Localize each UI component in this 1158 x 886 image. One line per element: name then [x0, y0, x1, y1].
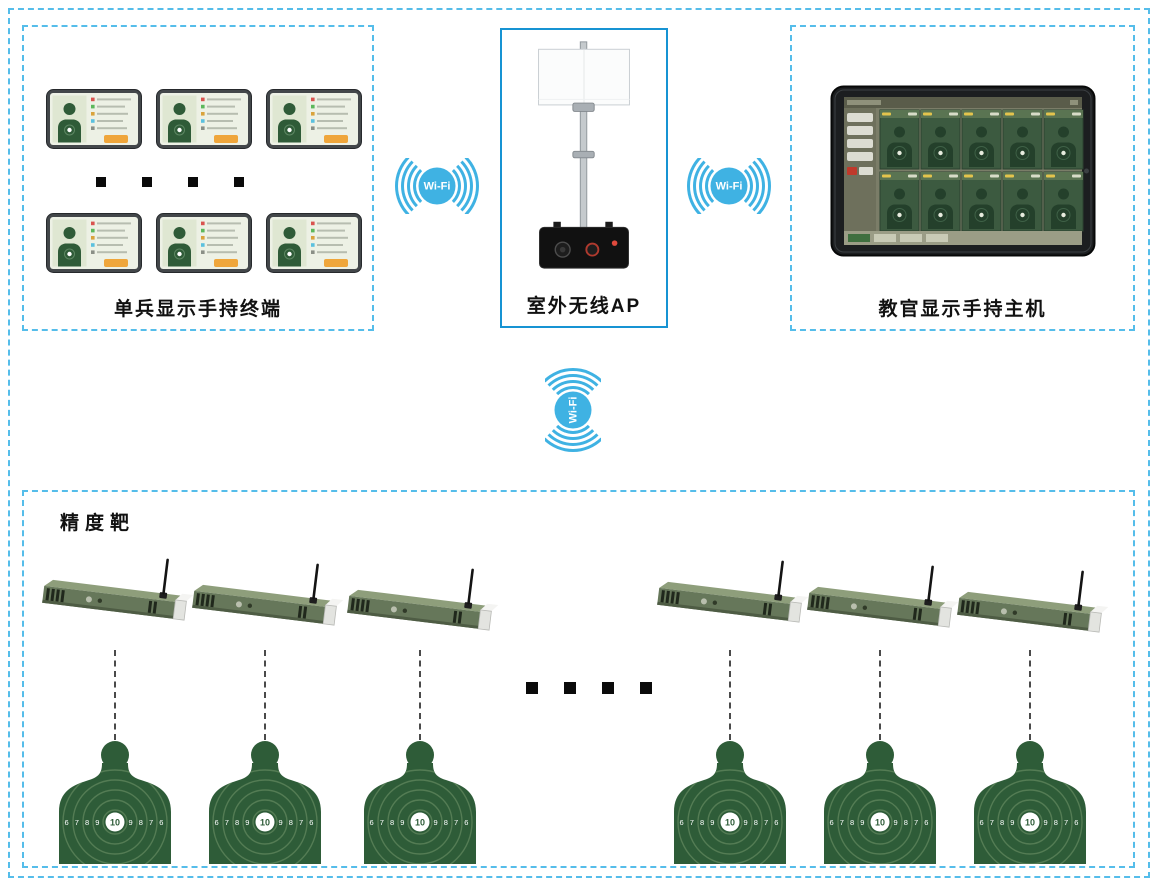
wifi-link-down: Wi-Fi — [545, 348, 601, 472]
dot-square — [96, 177, 106, 187]
handheld-terminal — [46, 89, 142, 149]
ap-clamp — [572, 150, 595, 159]
handheld-terminal — [46, 213, 142, 273]
connection-line — [729, 650, 731, 740]
handheld-terminal — [156, 89, 252, 149]
tablet-camera — [1083, 168, 1089, 174]
wifi-icon: Wi-Fi — [710, 167, 748, 205]
wifi-icon: Wi-Fi — [418, 167, 456, 205]
target-sensor-bar — [191, 555, 348, 627]
ap-box: 室外无线AP — [500, 28, 668, 328]
wifi-link-right: Wi-Fi — [667, 158, 791, 214]
instructor-bottom-bar — [843, 231, 1082, 245]
target-sensor-bar — [656, 552, 813, 624]
dot-square — [234, 177, 244, 187]
connection-line — [1029, 650, 1031, 740]
ellipsis-dots — [526, 682, 652, 694]
ap-clamp — [572, 102, 595, 112]
handheld-terminal — [266, 213, 362, 273]
terminals-label: 单兵显示手持终端 — [113, 299, 282, 320]
target-sensor-bar — [41, 550, 198, 622]
wifi-label: Wi-Fi — [715, 180, 743, 192]
dot-square — [640, 682, 652, 694]
instructor-sidebar — [843, 108, 876, 231]
dot-square — [142, 177, 152, 187]
dot-square — [188, 177, 198, 187]
silhouette-target — [55, 738, 175, 864]
wifi-arc — [395, 158, 479, 214]
silhouette-target — [970, 738, 1090, 864]
connection-line — [419, 650, 421, 740]
silhouette-target — [205, 738, 325, 864]
instructor-label: 教官显示手持主机 — [878, 299, 1047, 320]
dot-square — [602, 682, 614, 694]
wifi-link-left: Wi-Fi — [375, 158, 499, 214]
connection-line — [879, 650, 881, 740]
terminals-group-box: 单兵显示手持终端 — [22, 25, 374, 331]
silhouette-target — [670, 738, 790, 864]
outdoor-ap-device — [538, 41, 630, 269]
instructor-group-box: 教官显示手持主机 — [790, 25, 1135, 331]
targets-group-box: 精度靶 — [22, 490, 1135, 868]
dot-square — [564, 682, 576, 694]
ap-base-unit — [539, 221, 629, 269]
wifi-label: Wi-Fi — [423, 180, 451, 192]
handheld-terminal — [156, 213, 252, 273]
handheld-terminal — [266, 89, 362, 149]
connection-line — [264, 650, 266, 740]
wifi-icon: Wi-Fi — [554, 391, 592, 429]
ap-label: 室外无线AP — [526, 296, 642, 317]
targets-title: 精度靶 — [60, 513, 136, 534]
wifi-arc — [687, 158, 771, 214]
silhouette-target — [820, 738, 940, 864]
wifi-label: Wi-Fi — [567, 396, 579, 424]
ap-antenna-panel — [538, 48, 630, 106]
dot-square — [526, 682, 538, 694]
target-sensor-bar — [956, 562, 1113, 634]
target-sensor-bar — [346, 560, 503, 632]
silhouette-target — [360, 738, 480, 864]
target-sensor-bar — [806, 557, 963, 629]
instructor-tablet — [830, 85, 1095, 257]
ellipsis-dots — [96, 177, 244, 187]
connection-line — [114, 650, 116, 740]
